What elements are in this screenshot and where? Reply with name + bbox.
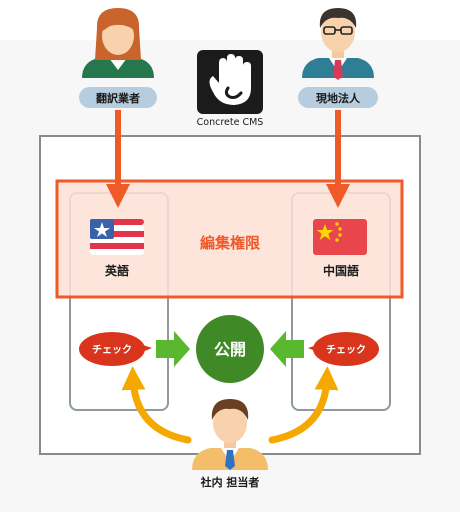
edit-permission-label: 編集権限 xyxy=(200,234,260,252)
china-flag-icon xyxy=(313,219,367,255)
local-corp-person-icon xyxy=(302,8,374,80)
green-arrow-right xyxy=(270,331,304,367)
translator-pill xyxy=(79,87,157,108)
publish-label: 公開 xyxy=(214,340,246,359)
yellow-arrow-right xyxy=(268,366,339,444)
local-corp-label: 現地法人 xyxy=(316,91,361,105)
green-arrow-left xyxy=(156,331,190,367)
staff-label: 社内 担当者 xyxy=(200,475,260,489)
us-flag-icon xyxy=(90,219,144,255)
chinese-label: 中国語 xyxy=(323,263,359,278)
translator-label: 翻訳業者 xyxy=(96,91,140,105)
top-band xyxy=(0,0,460,40)
english-label: 英語 xyxy=(105,263,129,278)
translator-person-icon xyxy=(82,8,154,78)
check-bubble-right xyxy=(308,332,379,366)
check-bubble-left xyxy=(79,332,152,366)
local-corp-pill xyxy=(298,87,378,108)
check-right-label: チェック xyxy=(326,344,366,356)
concrete-cms-hand-icon xyxy=(197,50,263,114)
staff-person-icon xyxy=(192,399,268,470)
check-left-label: チェック xyxy=(92,344,132,356)
yellow-arrow-left xyxy=(121,366,192,444)
publish-circle xyxy=(196,315,264,383)
logo-name: Concrete CMS xyxy=(197,117,264,128)
